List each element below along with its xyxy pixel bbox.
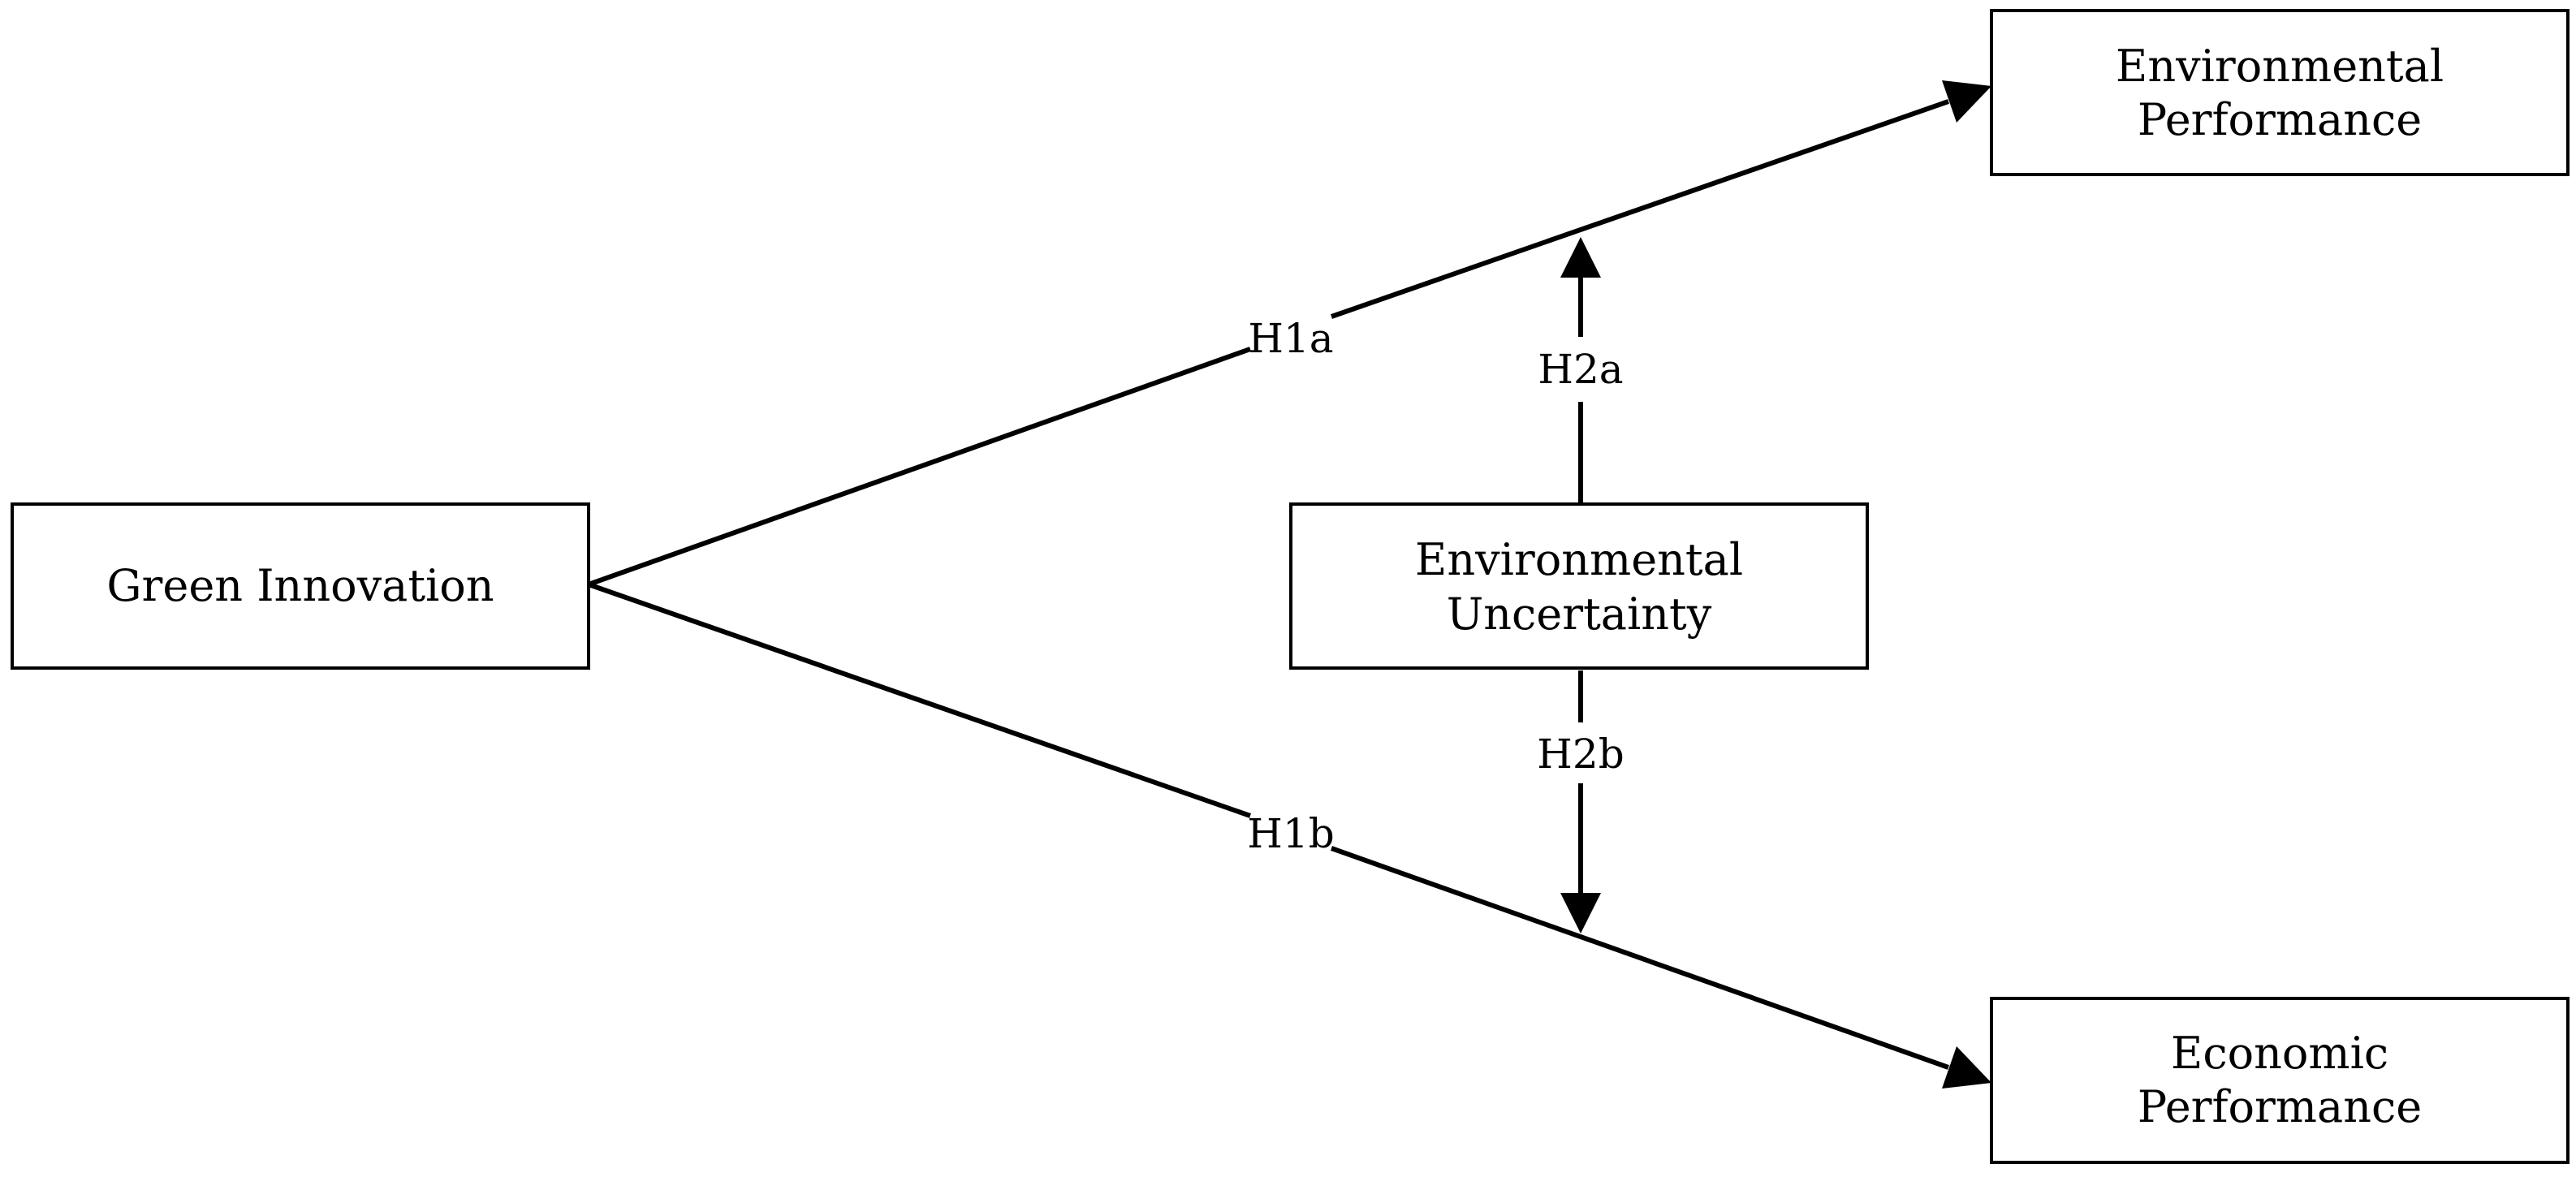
edge-label-h2b: H2b: [1537, 731, 1624, 778]
node-economic-performance-line1: Economic: [2171, 1028, 2388, 1079]
edge-h2a: H2a: [1538, 237, 1624, 504]
node-environmental-performance: Environmental Performance: [1990, 9, 2570, 176]
edge-h2b: H2b: [1537, 670, 1625, 933]
node-environmental-uncertainty: Environmental Uncertainty: [1289, 502, 1869, 670]
node-environmental-performance-line2: Performance: [2138, 94, 2422, 145]
edge-h1a: H1a: [587, 80, 1991, 587]
edge-h1a-line: [587, 347, 1252, 587]
node-economic-performance: Economic Performance: [1990, 997, 2570, 1164]
node-economic-performance-line2: Performance: [2138, 1081, 2422, 1132]
edge-label-h2a: H2a: [1538, 346, 1623, 393]
edge-h2b-arrowhead: [1560, 893, 1601, 933]
edge-h1a-arrowhead: [1942, 80, 1991, 123]
edge-h1b-line-lower: [1330, 846, 1950, 1070]
edge-h1b: H1b: [588, 582, 1991, 1089]
edge-h2a-arrowhead: [1560, 237, 1601, 278]
edge-label-h1a: H1a: [1248, 315, 1333, 362]
edge-h1a-line-upper: [1331, 99, 1949, 319]
node-environmental-uncertainty-line2: Uncertainty: [1447, 588, 1712, 640]
edge-h1b-arrowhead: [1942, 1046, 1991, 1089]
node-green-innovation-label: Green Innovation: [106, 560, 494, 611]
edge-h1b-line: [588, 582, 1251, 818]
node-green-innovation: Green Innovation: [11, 502, 590, 670]
node-environmental-performance-line1: Environmental: [2116, 41, 2444, 92]
node-environmental-uncertainty-line1: Environmental: [1415, 534, 1743, 585]
edge-label-h1b: H1b: [1247, 810, 1334, 857]
